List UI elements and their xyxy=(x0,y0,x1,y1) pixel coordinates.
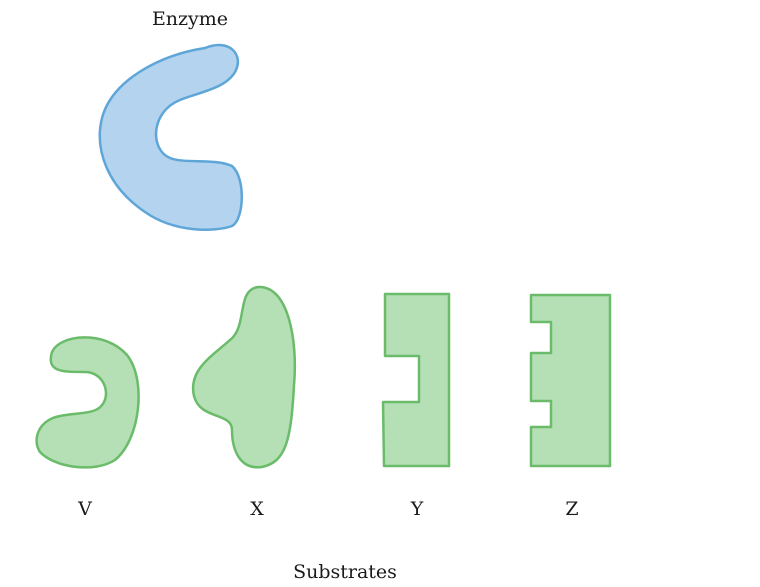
substrate-v-label: V xyxy=(78,498,92,520)
substrate-x-shape xyxy=(191,285,297,469)
substrate-z-shape xyxy=(529,293,612,468)
enzyme-label: Enzyme xyxy=(151,8,229,30)
substrate-y-label: Y xyxy=(410,498,424,520)
substrate-v-shape xyxy=(35,336,140,469)
substrate-z-label: Z xyxy=(565,498,579,520)
substrate-x-label: X xyxy=(250,498,264,520)
enzyme-shape xyxy=(98,43,243,231)
substrates-label: Substrates xyxy=(293,561,397,583)
substrate-y-shape xyxy=(381,292,451,468)
